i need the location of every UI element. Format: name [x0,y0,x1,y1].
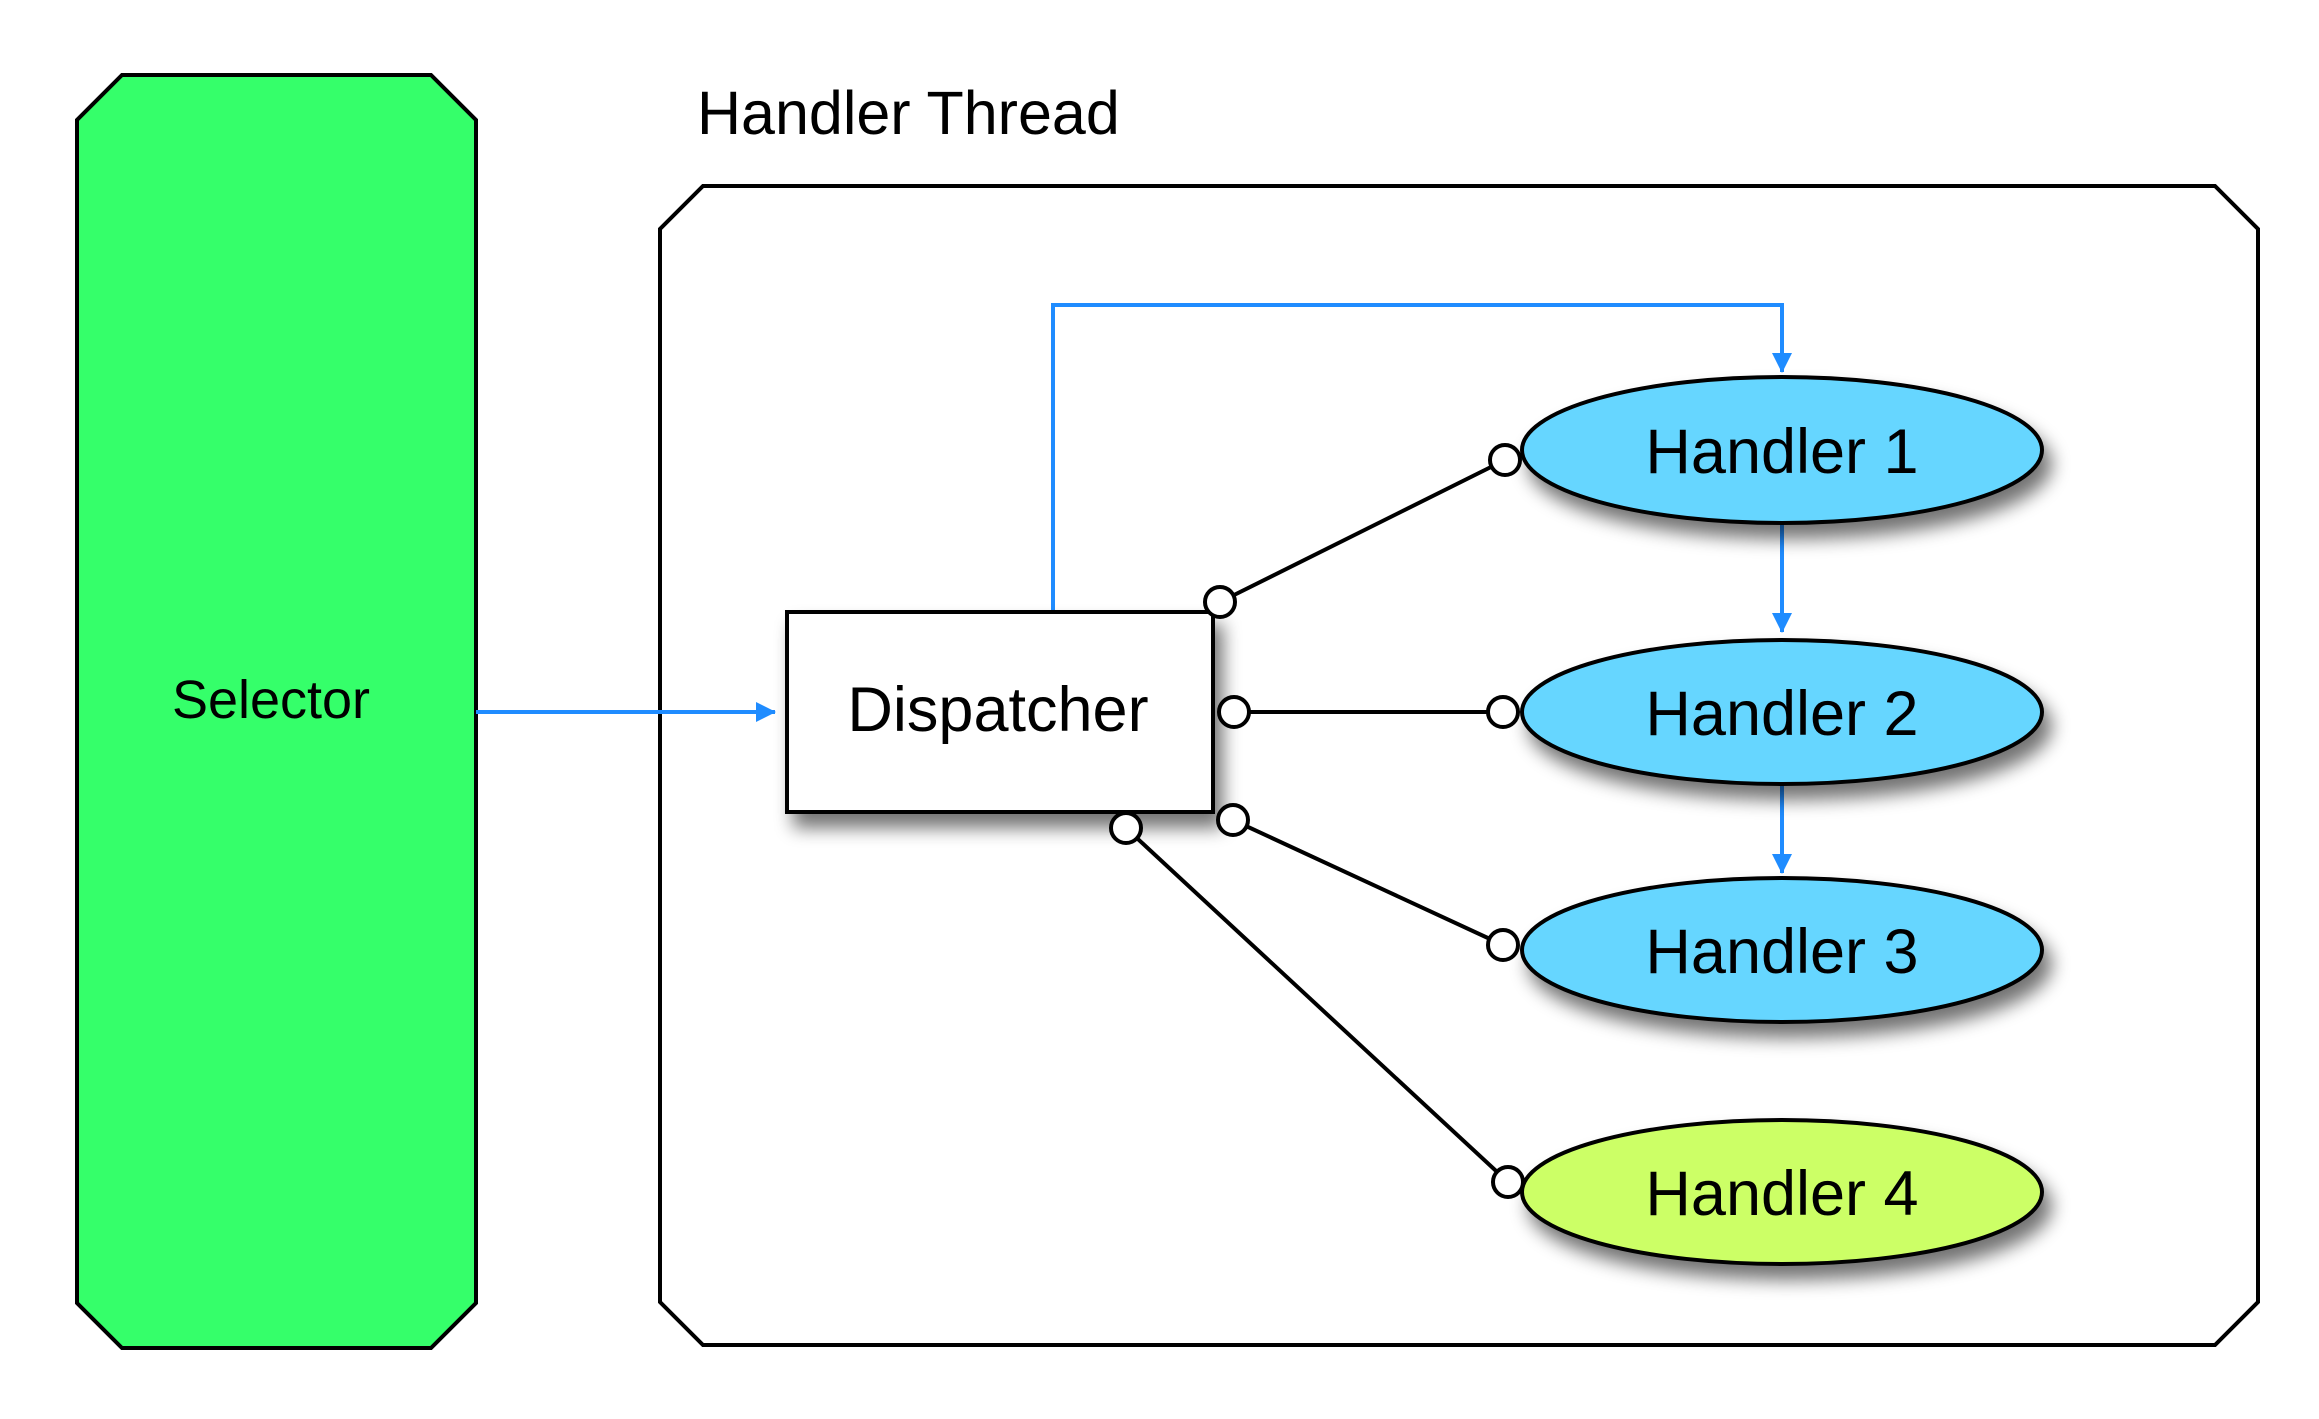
handler-3-ellipse [1520,876,2044,1024]
handler2-port [1486,695,1520,729]
handler1-port [1488,443,1522,477]
handler3-port [1486,928,1520,962]
handler-4-ellipse [1520,1118,2044,1266]
handler-4-label: Handler 4 [1645,1159,1918,1229]
dispatcher-to-handler1-arrow [1051,303,1792,610]
handler-thread-label: Handler Thread [697,79,1120,147]
handler-1-ellipse [1520,375,2044,525]
dispatcher-label: Dispatcher [847,675,1148,745]
selector-label: Selector [172,670,370,730]
handler-1-label: Handler 1 [1645,417,1918,487]
dispatcher-port-top-right [1203,585,1237,619]
connector-handler3 [1232,818,1504,947]
dispatcher-box [785,610,1215,814]
selector-box [75,73,478,1350]
dispatcher-port-bottom-right [1216,803,1250,837]
handler4-port [1491,1165,1525,1199]
handler-3-label: Handler 3 [1645,917,1918,987]
handler-node: Handler 2 [1520,638,2044,786]
connector-handler1 [1219,458,1506,604]
handler-node: Handler 1 [1520,375,2044,525]
dispatcher-port-right [1217,695,1251,729]
handler-node: Handler 3 [1520,876,2044,1024]
handler-2-label: Handler 2 [1645,679,1918,749]
connector-handler4 [1124,826,1510,1184]
port-circles [1109,443,1525,1199]
dispatcher-port-bottom [1109,811,1143,845]
handler-2-ellipse [1520,638,2044,786]
handler-node: Handler 4 [1520,1118,2044,1266]
